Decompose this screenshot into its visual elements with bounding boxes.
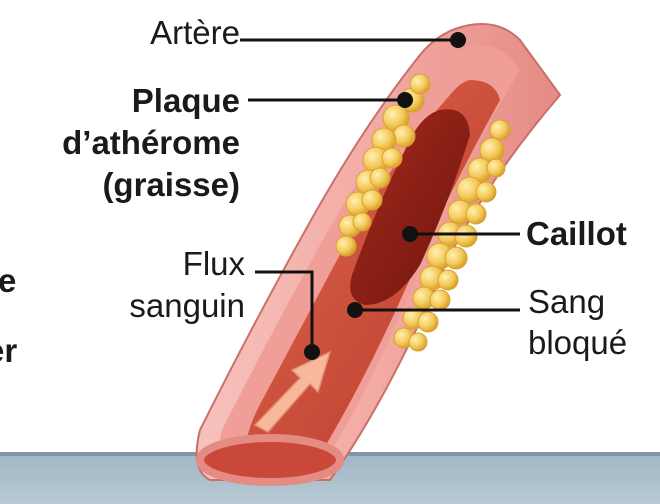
- fat-globule: [487, 159, 505, 177]
- dot-artere: [450, 32, 466, 48]
- fat-globule: [438, 270, 458, 290]
- fat-globule: [476, 182, 496, 202]
- label-flux-1: Flux: [100, 245, 245, 283]
- fat-globule: [393, 125, 415, 147]
- fat-globule: [409, 333, 427, 351]
- label-flux-2: sanguin: [60, 287, 245, 325]
- artery-opening: [200, 438, 340, 482]
- label-plaque-3: (graisse): [20, 166, 240, 204]
- label-sang-2: bloqué: [528, 324, 627, 362]
- fat-globule: [418, 312, 438, 332]
- fat-globule: [445, 247, 467, 269]
- fat-globule: [353, 213, 371, 231]
- cut-text-left-2: er: [0, 332, 17, 370]
- label-plaque-1: Plaque: [40, 82, 240, 120]
- fat-globule: [466, 204, 486, 224]
- fat-globule: [490, 120, 510, 140]
- fat-globule: [362, 190, 382, 210]
- dot-sang: [347, 302, 363, 318]
- label-caillot: Caillot: [526, 215, 627, 253]
- dot-flux: [304, 344, 320, 360]
- label-plaque-2: d’athérome: [0, 124, 240, 162]
- label-artere: Artère: [100, 14, 240, 52]
- fat-globule: [430, 290, 450, 310]
- fat-globule: [370, 168, 390, 188]
- fat-globule: [336, 236, 356, 256]
- dot-plaque: [397, 92, 413, 108]
- cut-text-left-1: e: [0, 262, 16, 300]
- dot-caillot: [402, 226, 418, 242]
- fat-globule: [410, 74, 430, 94]
- label-sang-1: Sang: [528, 283, 605, 321]
- fat-globule: [382, 148, 402, 168]
- fat-globule: [455, 225, 477, 247]
